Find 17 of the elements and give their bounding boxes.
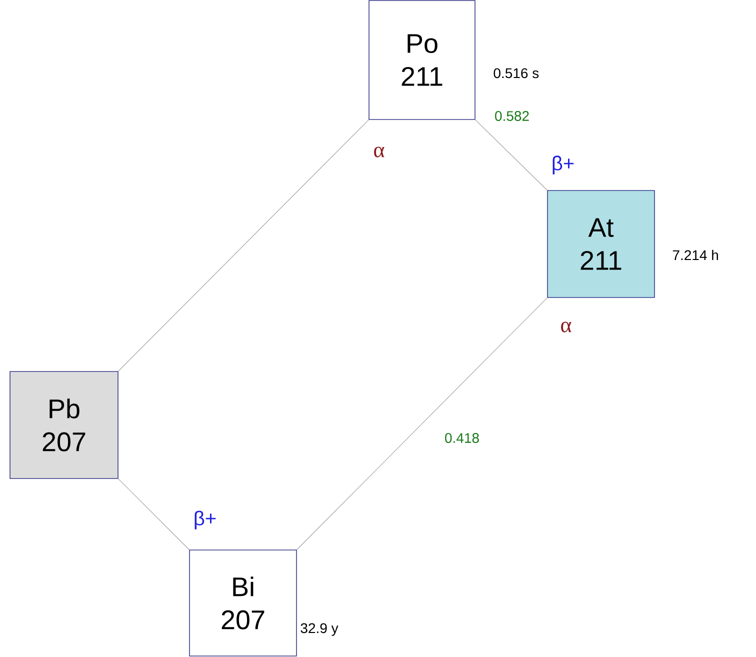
branching-ratio: 0.418 (443, 432, 481, 444)
half-life: 7.214 h (672, 250, 718, 260)
nuclide-box: Pb 207 (10, 371, 118, 479)
decay-line (296, 298, 548, 550)
half-life: 32.9 y (300, 623, 338, 636)
decay-mode: α (561, 322, 572, 332)
decay-mode: β+ (552, 156, 574, 174)
decay-line (118, 120, 369, 372)
half-life: 0.516 s (494, 68, 539, 78)
nuclide-box: At 211 (547, 190, 655, 298)
nuclide-box: Bi 207 (189, 550, 297, 656)
decay-mode: α (374, 146, 384, 158)
decay-line (475, 120, 548, 190)
decay-line (118, 478, 190, 550)
decay-mode: β+ (194, 510, 216, 530)
nuclide-box: Po 211 (368, 0, 476, 120)
branching-ratio: 0.582 (493, 110, 531, 122)
